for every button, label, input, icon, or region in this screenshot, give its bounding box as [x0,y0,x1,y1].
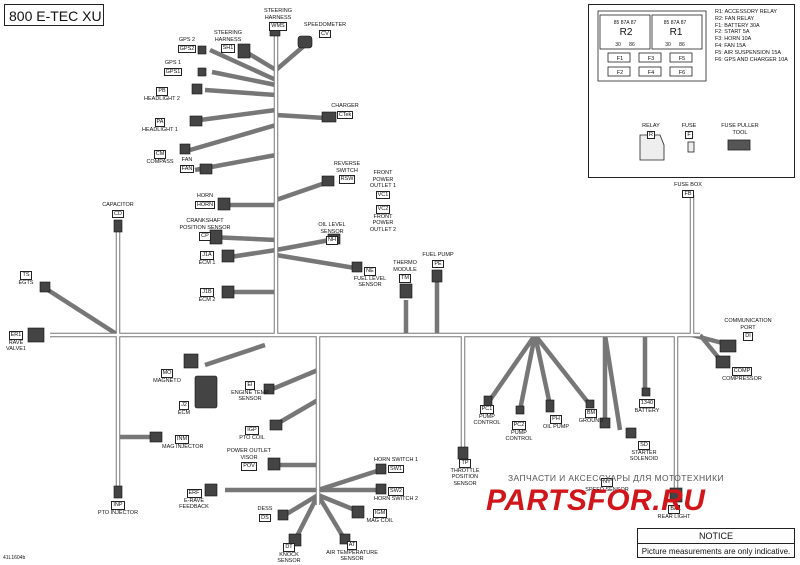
fuse-slot: F4 [647,70,655,76]
relay-r1: R1 [669,27,683,38]
fuse-slot: F1 [616,56,624,62]
fuse-slot: F2 [616,70,624,76]
r2-pins-bottom: 30 86 [615,42,635,48]
fuse-slot: F6 [678,70,686,76]
fuse-slot: F3 [647,56,655,62]
relay-fuse-panel: 85 87A 87 R2 30 86 85 87A 87 R1 30 86 F1… [588,4,795,178]
relay-legend: R1: ACCESSORY RELAY R2: FAN RELAY F1: BA… [715,9,788,63]
legend-item: F2: START 5A [715,29,750,36]
watermark-logo: PARTSFOR.RU [486,484,706,517]
notice-title: NOTICE [638,529,794,544]
fuse-puller-label: FUSE PULLER TOOL [721,123,759,136]
legend-item: R1: ACCESSORY RELAY [715,9,778,15]
relay-r2: R2 [619,27,633,38]
notice-text: Picture measurements are only indicative… [641,547,791,556]
r1-pins-bottom: 30 86 [665,42,685,48]
legend-item: F6: GPS AND CHARGER 10A [715,56,788,63]
legend-item: R2: FAN RELAY [715,15,755,22]
legend-item: F3: HORN 10A [715,36,752,43]
diagram-title: 800 E-TEC XU [4,4,104,26]
fuse-slot: F5 [678,56,686,62]
r1-pins-top: 85 87A 87 [663,20,687,26]
watermark-tagline: ЗАПЧАСТИ И АКСЕССУАРЫ ДЛЯ МОТОТЕХНИКИ [508,473,724,483]
document-number: 41L1604b [3,555,26,561]
r2-pins-top: 85 87A 87 [613,20,637,26]
legend-item: F4: FAN 15A [715,42,746,49]
legend-item: F1: BATTERY 30A [715,22,760,29]
notice-box: NOTICE Picture measurements are only ind… [637,528,795,558]
legend-item: F5: AIR SUSPENSION 15A [715,49,781,56]
